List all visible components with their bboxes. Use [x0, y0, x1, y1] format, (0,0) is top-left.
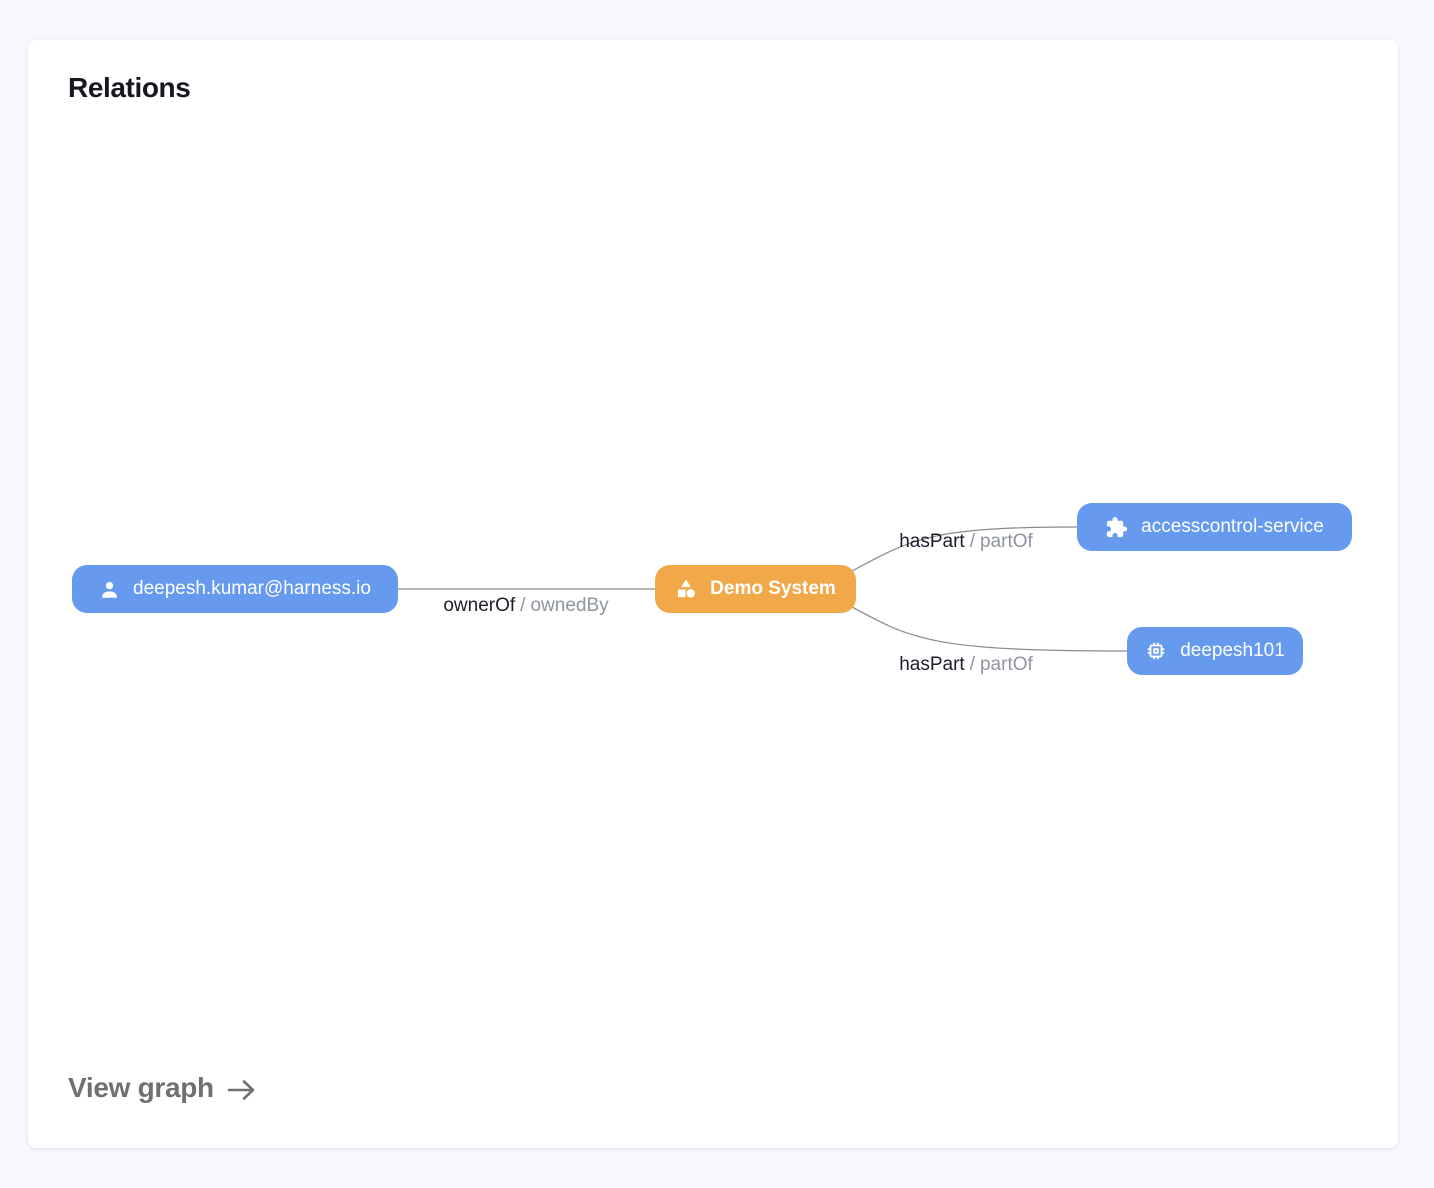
puzzle-icon	[1105, 516, 1128, 539]
node-label: Demo System	[710, 578, 836, 599]
relations-graph: ownerOf/ownedBy hasPart/partOf hasPart/p…	[28, 40, 1398, 1148]
edge-label-haspart-top: hasPart/partOf	[899, 531, 1033, 553]
node-system[interactable]: Demo System	[655, 565, 856, 613]
edge-haspart-bottom	[851, 606, 1128, 652]
chip-icon	[1145, 640, 1167, 662]
edge-label-ownerof: ownerOf/ownedBy	[443, 595, 608, 617]
edge-label-separator: /	[969, 531, 975, 552]
arrow-right-icon	[227, 1079, 255, 1100]
edge-label-haspart-bottom: hasPart/partOf	[899, 654, 1033, 676]
person-icon	[99, 579, 120, 600]
card-title: Relations	[68, 72, 191, 103]
edge-label-primary: hasPart	[899, 654, 965, 675]
view-graph-label: View graph	[68, 1072, 214, 1103]
node-label: deepesh.kumar@harness.io	[133, 578, 371, 599]
node-component[interactable]: deepesh101	[1127, 627, 1303, 675]
node-user[interactable]: deepesh.kumar@harness.io	[72, 565, 398, 613]
edge-label-primary: ownerOf	[443, 595, 516, 616]
edge-label-secondary: partOf	[979, 654, 1033, 675]
edge-label-primary: hasPart	[899, 531, 965, 552]
edge-label-secondary: ownedBy	[530, 595, 609, 616]
edge-label-secondary: partOf	[979, 531, 1033, 552]
node-label: deepesh101	[1180, 640, 1285, 661]
relations-card: Relations ownerOf/ownedBy hasPart/partOf…	[28, 40, 1398, 1148]
edge-label-separator: /	[969, 654, 975, 675]
shapes-icon	[675, 578, 697, 600]
node-service[interactable]: accesscontrol-service	[1077, 503, 1352, 551]
view-graph-link[interactable]: View graph	[68, 1072, 258, 1104]
edge-label-separator: /	[520, 595, 526, 616]
node-label: accesscontrol-service	[1141, 516, 1324, 537]
